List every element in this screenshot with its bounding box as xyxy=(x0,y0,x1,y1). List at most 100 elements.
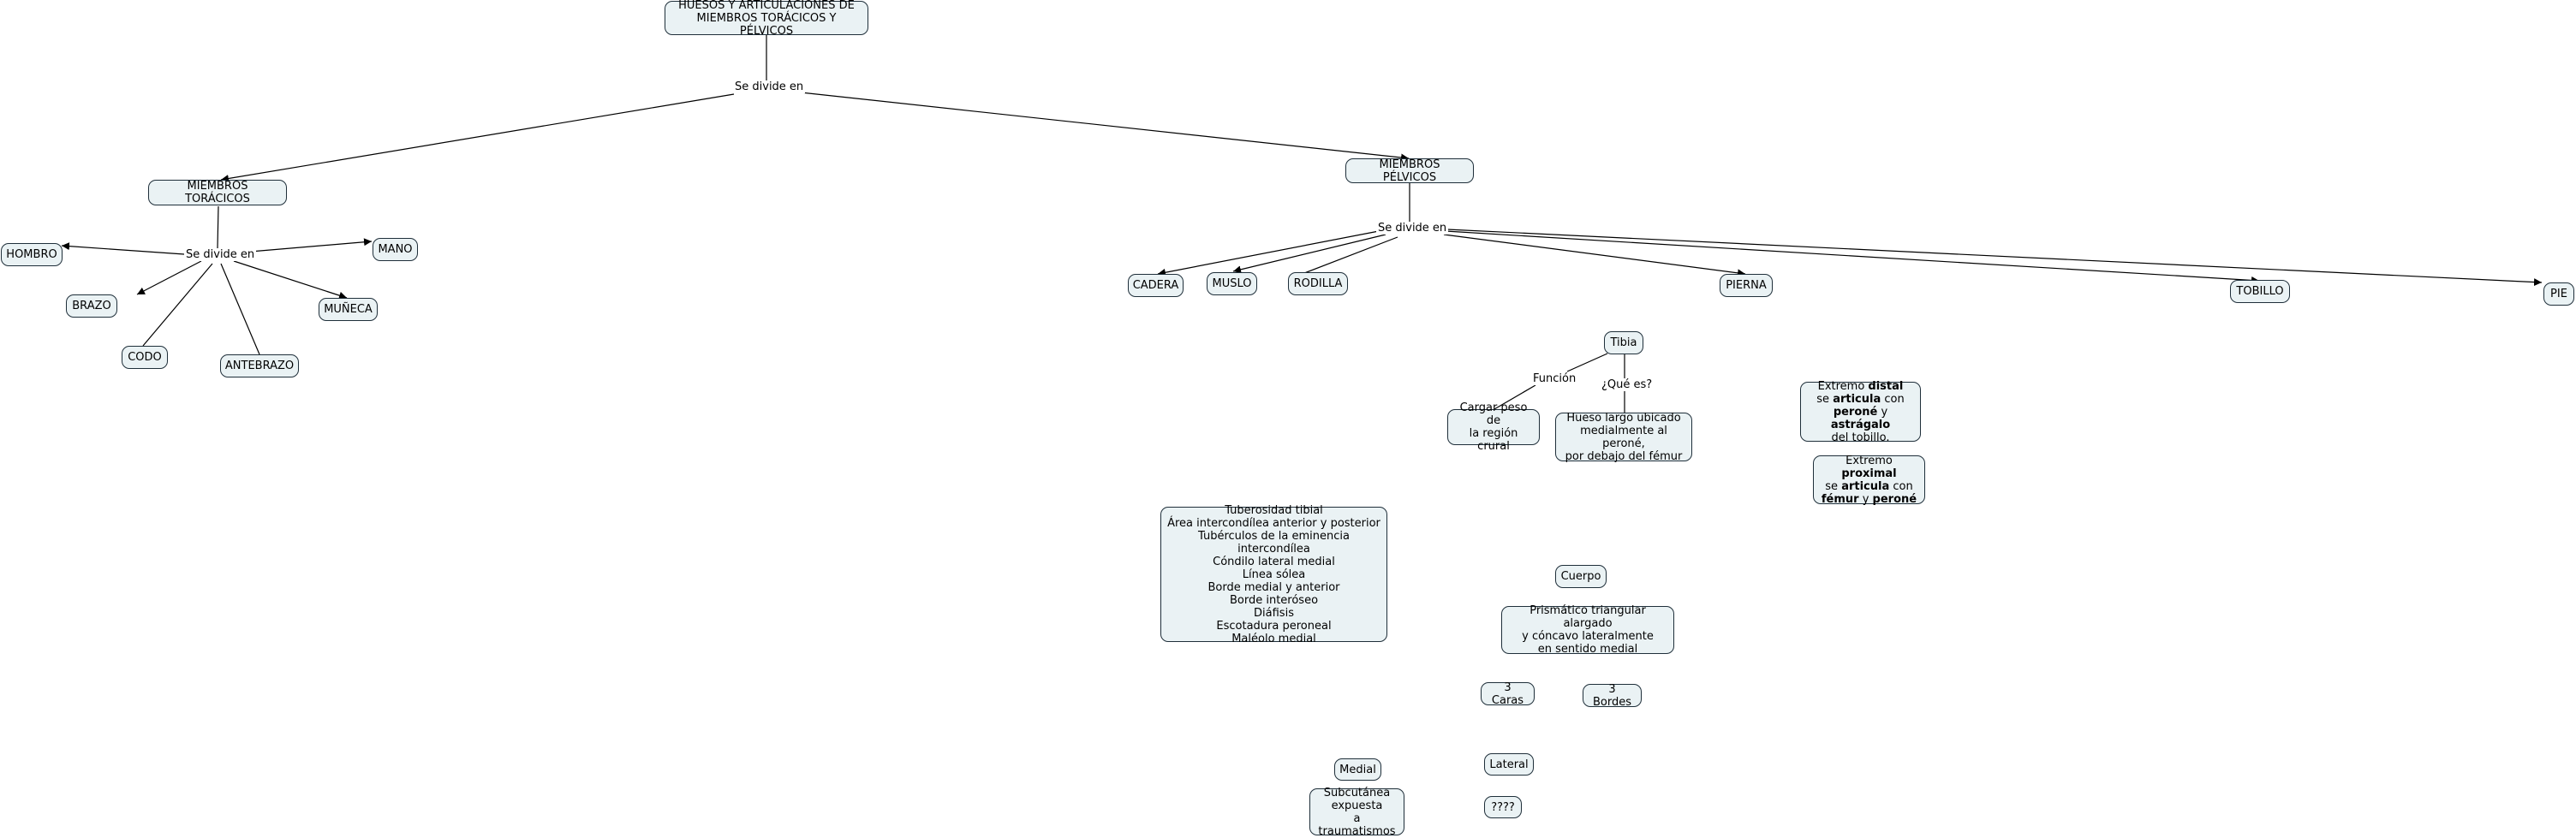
accidente-item: Cóndilo lateral medial xyxy=(1213,555,1335,568)
text-run: se xyxy=(1816,392,1834,406)
node-pierna-label: PIERNA xyxy=(1726,279,1767,292)
definicion-line-1: Hueso largo ubicado xyxy=(1566,411,1681,425)
node-3-bordes-label: 3 Bordes xyxy=(1592,682,1631,709)
node-miembros-toracicos[interactable]: MIEMBROS TORÁCICOS xyxy=(148,180,287,205)
node-cadera-label: CADERA xyxy=(1132,279,1179,292)
node-3-caras-label: 3 Caras xyxy=(1491,681,1524,707)
rich-line: fémur y peroné xyxy=(1819,493,1919,506)
bold-text: peroné xyxy=(1833,405,1878,419)
accidente-item: Maléolo medial xyxy=(1231,632,1316,645)
link-to-antebrazo xyxy=(220,263,260,355)
node-lateral-desc-label: ???? xyxy=(1491,800,1515,814)
text-run: del tobillo. xyxy=(1831,431,1890,444)
node-antebrazo-label: ANTEBRAZO xyxy=(224,360,295,372)
node-cadera[interactable]: CADERA xyxy=(1128,274,1184,297)
funcion-line-2: la región crural xyxy=(1469,427,1518,453)
bold-text: distal xyxy=(1868,379,1904,393)
node-hombro-label: HOMBRO xyxy=(6,248,57,261)
node-miembros-toracicos-label: MIEMBROS TORÁCICOS xyxy=(185,180,250,205)
accidente-item: Área intercondílea anterior y posterior xyxy=(1167,516,1380,530)
node-muslo[interactable]: MUSLO xyxy=(1207,272,1257,295)
node-brazo-label: BRAZO xyxy=(72,300,111,312)
link-label-que-es: ¿Qué es? xyxy=(1600,378,1655,391)
link-label-toracicos: Se divide en xyxy=(184,248,257,261)
title-line-2: MIEMBROS TORÁCICOS Y PÉLVICOS xyxy=(696,11,837,38)
node-tibia[interactable]: Tibia xyxy=(1604,331,1643,354)
link-to-codo xyxy=(142,263,213,347)
link-to-rodilla xyxy=(1299,236,1398,276)
bold-text: proximal xyxy=(1841,467,1897,480)
medial-desc-line-1: Subcutánea xyxy=(1323,786,1391,799)
link-to-brazo xyxy=(136,260,202,295)
node-muneca-label: MUÑECA xyxy=(324,303,373,316)
bold-text: articula xyxy=(1833,392,1881,406)
node-lateral[interactable]: Lateral xyxy=(1484,753,1534,776)
link-label-root: Se divide en xyxy=(733,80,806,93)
node-mano[interactable]: MANO xyxy=(373,238,418,261)
medial-desc-line-2: expuesta xyxy=(1331,799,1383,812)
node-medial[interactable]: Medial xyxy=(1334,758,1381,781)
definicion-line-3: por debajo del fémur xyxy=(1565,449,1683,463)
accidente-item: Tuberosidad tibial xyxy=(1225,503,1323,517)
rich-line: del tobillo. xyxy=(1806,431,1915,444)
link-to-mano xyxy=(249,238,373,253)
node-hombro[interactable]: HOMBRO xyxy=(1,243,63,266)
node-tobillo[interactable]: TOBILLO xyxy=(2230,280,2290,303)
link-to-muslo xyxy=(1232,234,1386,274)
link-label-pelvicos: Se divide en xyxy=(1376,222,1449,235)
link-label-funcion: Función xyxy=(1531,372,1578,385)
node-mano-label: MANO xyxy=(378,243,413,256)
node-3-caras[interactable]: 3 Caras xyxy=(1481,681,1535,707)
node-pie-label: PIE xyxy=(2550,288,2567,300)
accidente-item: Diáfisis xyxy=(1254,606,1294,620)
rich-line: se articula con xyxy=(1806,393,1915,406)
text-run: se xyxy=(1825,479,1842,493)
link-tibia-to-funcion xyxy=(1566,353,1608,372)
node-cuerpo[interactable]: Cuerpo xyxy=(1555,565,1607,588)
accidente-item: Escotadura peroneal xyxy=(1216,619,1332,633)
node-brazo[interactable]: BRAZO xyxy=(66,294,117,318)
link-to-muneca xyxy=(233,260,348,300)
node-lateral-desc[interactable]: ???? xyxy=(1484,796,1522,818)
cuerpo-forma-line-1: Prismático triangular alargado xyxy=(1530,604,1646,630)
link-to-tobillo xyxy=(1445,230,2260,284)
accidente-item: Línea sólea xyxy=(1242,568,1306,581)
link-to-pierna xyxy=(1443,234,1746,277)
node-pie[interactable]: PIE xyxy=(2543,282,2574,306)
text-run: Extremo xyxy=(1846,454,1893,467)
node-codo[interactable]: CODO xyxy=(122,346,168,369)
link-to-hombro xyxy=(61,242,185,255)
bold-text: fémur xyxy=(1821,492,1859,506)
node-miembros-pelvicos[interactable]: MIEMBROS PÉLVICOS xyxy=(1345,157,1474,184)
accidente-item: Borde medial y anterior xyxy=(1208,580,1340,594)
node-medial-label: Medial xyxy=(1339,763,1376,776)
link-label-to-toracicos xyxy=(220,93,735,182)
accidente-item: Borde interóseo xyxy=(1229,593,1319,607)
node-antebrazo[interactable]: ANTEBRAZO xyxy=(220,354,299,377)
node-rodilla[interactable]: RODILLA xyxy=(1288,272,1348,295)
node-pierna[interactable]: PIERNA xyxy=(1720,274,1773,297)
rich-line: peroné y astrágalo xyxy=(1806,406,1915,431)
node-cuerpo-label: Cuerpo xyxy=(1560,570,1601,583)
rich-line: Extremo proximal xyxy=(1819,455,1919,480)
definicion-line-2: medialmente al peroné, xyxy=(1580,424,1667,450)
node-miembros-pelvicos-label: MIEMBROS PÉLVICOS xyxy=(1379,157,1440,184)
link-label-to-pelvicos xyxy=(800,92,1410,162)
node-muneca[interactable]: MUÑECA xyxy=(319,298,378,321)
text-run: Extremo xyxy=(1817,379,1869,393)
node-3-bordes[interactable]: 3 Bordes xyxy=(1583,682,1642,709)
node-tibia-label: Tibia xyxy=(1610,336,1637,349)
bold-text: astrágalo xyxy=(1830,418,1891,431)
